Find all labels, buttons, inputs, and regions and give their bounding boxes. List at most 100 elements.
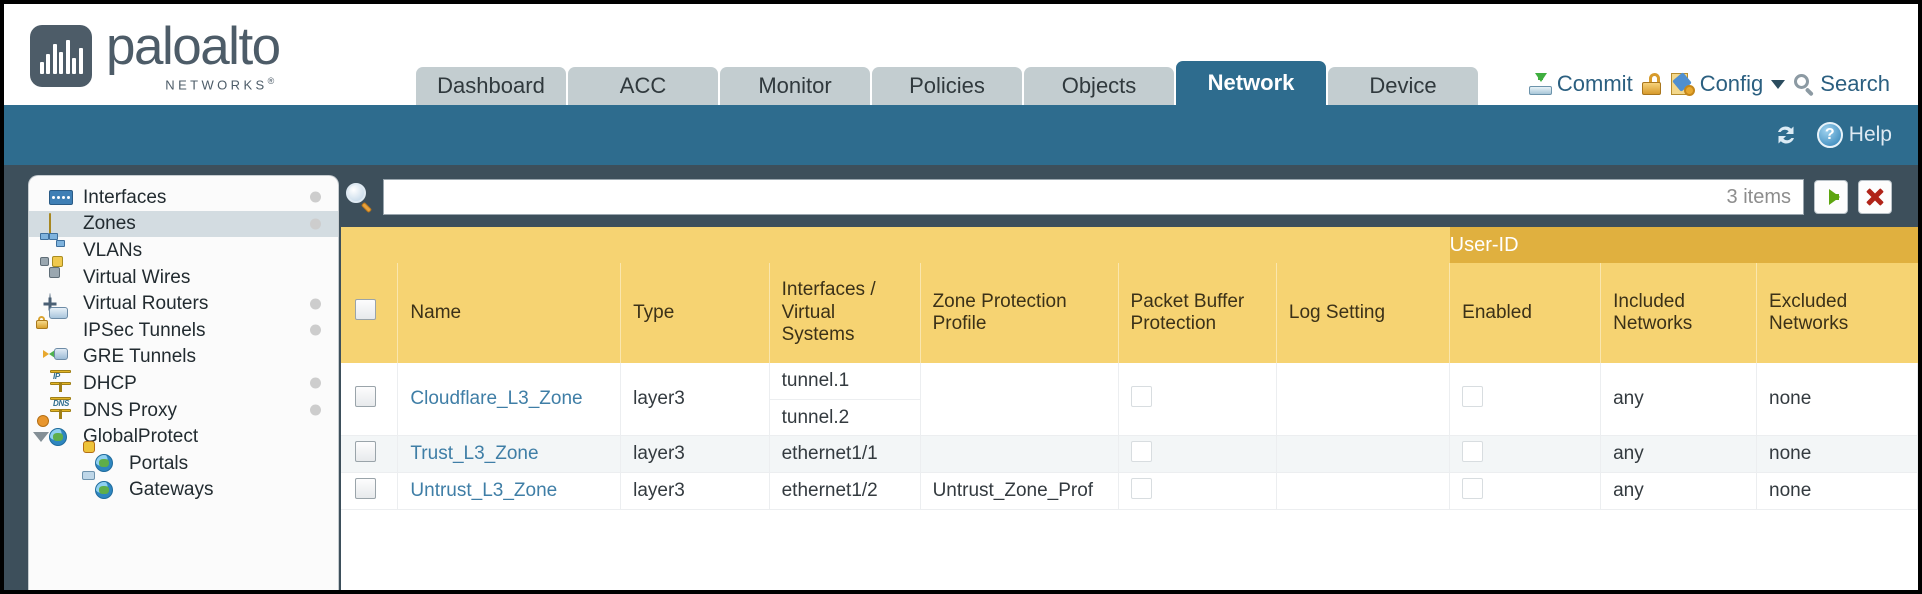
sidebar-item-ipsec-tunnels[interactable]: IPSec Tunnels — [29, 307, 338, 344]
sidebar-item-virtual-wires[interactable]: Virtual Wires — [29, 256, 338, 291]
column-header-zone-protection-profile[interactable]: Zone Protection Profile — [920, 263, 1119, 363]
clear-filter-button[interactable] — [1858, 180, 1892, 214]
sidebar-item-gateways[interactable]: Gateways — [29, 470, 338, 504]
lock-icon[interactable] — [1641, 73, 1661, 95]
magnifier-icon — [345, 182, 375, 214]
group-header-spacer — [341, 227, 1450, 263]
nav-tab-objects[interactable]: Objects — [1024, 67, 1174, 105]
select-all-checkbox[interactable] — [355, 299, 376, 321]
sidebar-item-status-dot — [310, 404, 321, 416]
sidebar-item-vlans[interactable]: VLANs — [29, 233, 338, 264]
row-select-cell[interactable] — [341, 363, 399, 436]
search-input[interactable] — [384, 180, 1727, 214]
zone-name-cell[interactable]: Trust_L3_Zone — [397, 435, 622, 473]
sub-header-band: ? Help — [4, 105, 1918, 165]
packet-buffer-protection-checkbox[interactable] — [1130, 440, 1152, 462]
interface-value: tunnel.1 — [781, 370, 850, 391]
row-select-cell[interactable] — [341, 472, 399, 510]
items-count-label: 3 items — [1726, 185, 1791, 208]
portals-icon — [83, 441, 121, 473]
commit-label: Commit — [1556, 71, 1633, 96]
row-select-cell[interactable] — [341, 435, 399, 473]
packet-buffer-protection-checkbox[interactable] — [1130, 477, 1152, 499]
sidebar-item-interfaces[interactable]: Interfaces — [29, 184, 338, 211]
zone-name-cell[interactable]: Cloudflare_L3_Zone — [397, 363, 622, 436]
sidebar-item-gre-tunnels[interactable]: GRE Tunnels — [29, 344, 338, 371]
zones-table: User-ID Name Type Interfaces / Virtual S… — [341, 227, 1918, 510]
column-header-packet-buffer-protection[interactable]: Packet Buffer Protection — [1118, 263, 1277, 363]
apply-filter-button[interactable] — [1814, 180, 1848, 214]
gre-tunnels-icon — [43, 347, 75, 367]
userid-enabled-cell[interactable] — [1449, 363, 1602, 436]
config-label: Config — [1699, 71, 1764, 96]
sidebar-item-label: IPSec Tunnels — [83, 319, 206, 341]
userid-enabled-cell[interactable] — [1449, 435, 1602, 473]
green-arrow-icon — [1828, 189, 1840, 205]
sidebar-item-label: Virtual Routers — [83, 293, 209, 315]
column-header-log-setting[interactable]: Log Setting — [1276, 263, 1451, 363]
zone-type-cell: layer3 — [620, 435, 770, 473]
row-select-checkbox[interactable] — [355, 440, 376, 462]
zones-icon — [49, 212, 75, 236]
column-header-name[interactable]: Name — [397, 263, 622, 363]
userid-enabled-checkbox[interactable] — [1462, 440, 1484, 462]
log-setting-cell — [1276, 363, 1451, 436]
help-link[interactable]: ? Help — [1816, 122, 1892, 148]
nav-tab-acc[interactable]: ACC — [568, 67, 718, 105]
zone-name-link[interactable]: Untrust_L3_Zone — [410, 480, 558, 501]
userid-enabled-checkbox[interactable] — [1462, 477, 1484, 499]
zone-protection-profile-cell — [920, 363, 1119, 436]
sidebar-item-label: GRE Tunnels — [83, 346, 196, 368]
nav-tab-policies[interactable]: Policies — [872, 67, 1022, 105]
chevron-down-icon — [1771, 79, 1786, 89]
band-actions: ? Help — [1773, 122, 1892, 148]
column-header-type[interactable]: Type — [620, 263, 770, 363]
sidebar-item-label: Zones — [83, 213, 136, 235]
select-all-header — [341, 263, 399, 363]
interface-value: ethernet1/2 — [781, 480, 878, 501]
zone-name-cell[interactable]: Untrust_L3_Zone — [397, 472, 622, 510]
column-header-interfaces[interactable]: Interfaces / Virtual Systems — [769, 263, 921, 363]
nav-tab-device[interactable]: Device — [1328, 67, 1478, 105]
zone-type-cell: layer3 — [620, 472, 770, 510]
config-menu[interactable]: Config — [1670, 71, 1786, 97]
search-button[interactable]: Search — [1794, 71, 1890, 97]
zone-name-link[interactable]: Cloudflare_L3_Zone — [410, 388, 583, 409]
sidebar-item-label: Interfaces — [83, 186, 167, 208]
column-header-included-networks[interactable]: Included Networks — [1600, 263, 1758, 363]
zone-name-link[interactable]: Trust_L3_Zone — [410, 443, 539, 464]
nav-tab-network[interactable]: Network — [1176, 61, 1326, 105]
sidebar-item-globalprotect[interactable]: GlobalProtect — [29, 414, 338, 450]
row-select-checkbox[interactable] — [355, 477, 376, 499]
column-header-enabled[interactable]: Enabled — [1449, 263, 1602, 363]
packet-buffer-protection-cell[interactable] — [1118, 435, 1277, 473]
packet-buffer-protection-checkbox[interactable] — [1130, 385, 1152, 407]
sidebar-item-zones[interactable]: Zones — [29, 210, 338, 238]
nav-tab-dashboard[interactable]: Dashboard — [416, 67, 566, 105]
sidebar-item-portals[interactable]: Portals — [29, 441, 338, 477]
packet-buffer-protection-cell[interactable] — [1118, 472, 1277, 510]
column-header-excluded-networks[interactable]: Excluded Networks — [1756, 263, 1918, 363]
config-wrench-icon — [1670, 71, 1695, 96]
search-row: 3 items — [341, 178, 1918, 216]
zone-type-cell: layer3 — [620, 363, 770, 436]
packet-buffer-protection-cell[interactable] — [1118, 363, 1277, 436]
search-field-wrapper[interactable]: 3 items — [383, 179, 1804, 215]
row-select-checkbox[interactable] — [355, 385, 376, 407]
commit-button[interactable]: Commit — [1528, 71, 1633, 97]
refresh-icon[interactable] — [1773, 123, 1799, 147]
nav-tab-monitor[interactable]: Monitor — [720, 67, 870, 105]
sidebar-item-virtual-routers[interactable]: Virtual Routers — [29, 290, 338, 317]
userid-enabled-checkbox[interactable] — [1462, 385, 1484, 407]
expand-collapse-triangle-icon[interactable] — [33, 431, 49, 442]
virtual-routers-icon — [49, 292, 75, 316]
userid-enabled-cell[interactable] — [1449, 472, 1602, 510]
search-icon — [1794, 73, 1815, 97]
